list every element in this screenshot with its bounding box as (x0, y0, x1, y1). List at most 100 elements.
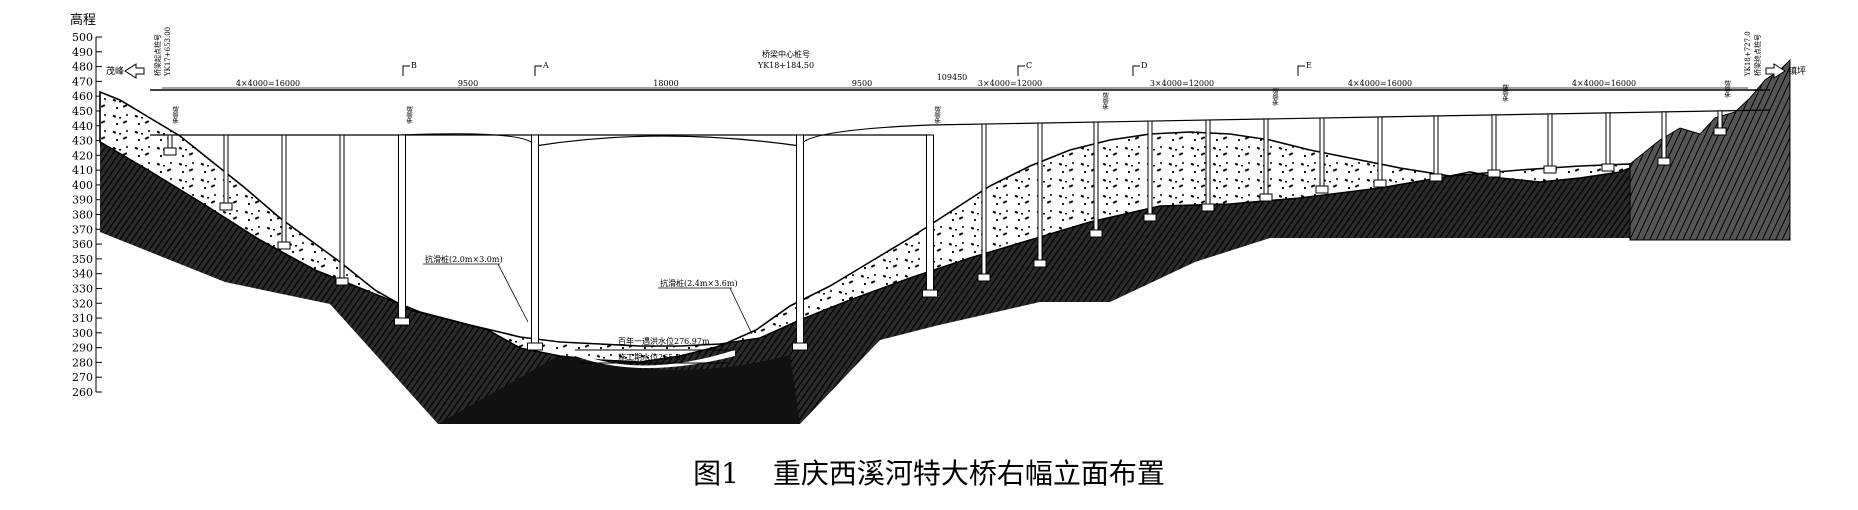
pier-columns (163, 110, 1727, 351)
construction-level-label: 施工期水位265.80 (618, 352, 686, 362)
start-station-label: 桥梁起点桩号 (153, 34, 162, 76)
pier-footing (1315, 185, 1329, 194)
elevation-axis: 高程 5004904804704604504404304204104003903… (70, 12, 102, 399)
pier-column (1433, 115, 1439, 177)
end-station-label: 桥梁终点桩号 (1753, 34, 1762, 76)
axis-tick-label: 480 (72, 61, 93, 74)
pier-tag: 伸缩缝 (934, 106, 942, 124)
svg-text:D: D (1141, 61, 1147, 70)
pier-footing (1429, 173, 1443, 182)
pier-column (1377, 116, 1383, 183)
pile-label-left: 抗滑桩(2.0m×3.0m) (425, 254, 503, 264)
axis-tick-label: 420 (72, 149, 93, 162)
pier-footing (335, 277, 349, 286)
pier-column (1319, 117, 1325, 189)
section-marker-a: A (534, 61, 549, 76)
axis-tick-label: 330 (72, 282, 93, 295)
pier-tag: 伸缩缝 (1724, 80, 1732, 98)
axis-tick-label: 360 (72, 238, 93, 251)
axis-tick-label: 340 (72, 268, 93, 281)
pier-tags: 伸缩缝 伸缩缝 伸缩缝 伸缩缝 伸缩缝 伸缩缝 伸缩缝 (172, 80, 1732, 124)
end-station-value: YK18+727.0 (1744, 31, 1752, 77)
pier-column (1205, 119, 1211, 207)
pier-footing (1259, 193, 1273, 202)
pier-column (1547, 113, 1553, 169)
axis-tick-label: 260 (72, 386, 93, 399)
direction-right: 镇坪 (1765, 63, 1806, 79)
axis-tick-label: 490 (72, 46, 93, 59)
svg-text:A: A (542, 61, 549, 70)
pier-footing (1713, 127, 1727, 136)
bridge-elevation-drawing: 高程 5004904804704604504404304204104003903… (70, 12, 1806, 424)
axis-tick-label: 290 (72, 342, 93, 355)
axis-tick-label: 400 (72, 179, 93, 192)
span-label: 3×4000=12000 (978, 79, 1042, 88)
right-slope-rock (1629, 58, 1791, 241)
axis-tick-label: 460 (72, 90, 93, 103)
station-labels: 桥梁起点桩号 YK17+653.00 桥梁中心桩号 YK18+184.50 桥梁… (153, 27, 1762, 77)
pier-footing (277, 241, 291, 250)
axis-tick-label: 270 (72, 371, 93, 384)
span-label: 9500 (458, 79, 478, 88)
axis-label: 高程 (70, 12, 96, 28)
deck-soffit-right (929, 109, 1771, 126)
pier-tag: 伸缩缝 (1502, 84, 1510, 102)
axis-tick-label: 320 (72, 297, 93, 310)
pier-column (1491, 114, 1497, 173)
pier-footing (394, 317, 410, 326)
pier-tag: 伸缩缝 (172, 106, 180, 124)
pier-footing (1033, 259, 1047, 268)
span-label: 4×4000=16000 (236, 79, 300, 88)
span-label: 18000 (653, 79, 678, 88)
section-marker-c: C (1017, 61, 1032, 76)
direction-left: 茂峰 (106, 63, 145, 79)
pier-column (281, 134, 287, 245)
pier-footing (1487, 169, 1501, 178)
pier-column (1147, 120, 1153, 217)
direction-right-label: 镇坪 (1788, 65, 1806, 77)
section-marker-e: E (1297, 61, 1312, 76)
pier-footing (1373, 179, 1387, 188)
axis-tick-label: 430 (72, 135, 93, 148)
pier-tag: 伸缩缝 (1272, 88, 1280, 106)
pier-column (796, 134, 804, 346)
svg-text:E: E (1306, 61, 1312, 70)
span-label: 3×4000=12000 (1150, 79, 1214, 88)
svg-text:C: C (1026, 61, 1032, 70)
pier-column (1661, 111, 1667, 161)
pier-footing (1657, 157, 1671, 166)
pier-footing (792, 342, 808, 351)
pier-tag: 伸缩缝 (1102, 92, 1110, 110)
pier-footing (922, 289, 938, 298)
pier-footing (1201, 203, 1215, 212)
overall-dimension: 109450 (937, 73, 968, 82)
pier-footing (219, 202, 233, 211)
direction-left-label: 茂峰 (106, 65, 124, 77)
section-marker-d: D (1132, 61, 1147, 76)
span-label: 4×4000=16000 (1348, 79, 1412, 88)
axis-tick-label: 500 (72, 31, 93, 44)
pier-column (1263, 118, 1269, 197)
pile-label-right: 抗滑桩(2.4m×3.6m) (660, 278, 738, 288)
center-station-label: 桥梁中心桩号 (762, 49, 810, 59)
soil-layer (99, 90, 1631, 363)
pier-column (1093, 121, 1099, 233)
span-label: 4×4000=16000 (1572, 79, 1636, 88)
center-station-value: YK18+184.50 (757, 61, 814, 70)
arrow-left-icon (124, 63, 145, 79)
axis-tick-label: 380 (72, 209, 93, 222)
axis-ticks: 5004904804704604504404304204104003903803… (72, 31, 102, 399)
svg-text:B: B (411, 61, 417, 70)
axis-tick-label: 300 (72, 327, 93, 340)
pier-footing (527, 342, 543, 351)
axis-tick-label: 280 (72, 356, 93, 369)
pier-footing (1143, 213, 1157, 222)
figure-title: 重庆西溪河特大桥右幅立面布置 (772, 457, 1165, 490)
span-label: 9500 (852, 79, 872, 88)
axis-tick-label: 450 (72, 105, 93, 118)
span-dimensions: 4×4000=16000 9500 18000 9500 3×4000=1200… (236, 73, 1636, 88)
main-span-haunch (401, 124, 931, 147)
axis-tick-label: 440 (72, 120, 93, 133)
section-marker-b: B (402, 61, 417, 76)
figure-number: 图1 (693, 457, 739, 490)
